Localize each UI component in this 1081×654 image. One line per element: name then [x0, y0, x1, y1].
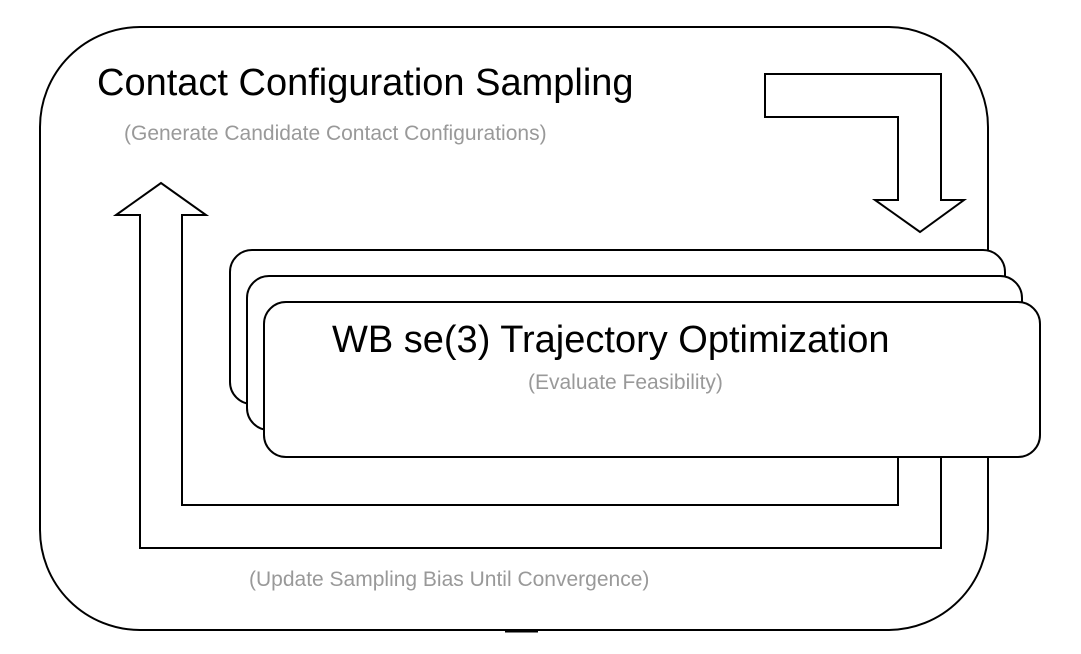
inner-block-title: WB se(3) Trajectory Optimization — [332, 319, 890, 361]
feedback-loop-label: (Update Sampling Bias Until Convergence) — [249, 568, 650, 591]
feedback-arrow-icon — [112, 181, 942, 549]
down-arrow-icon — [764, 73, 968, 234]
outer-block-subtitle: (Generate Candidate Contact Configuratio… — [124, 122, 547, 145]
outer-block-title: Contact Configuration Sampling — [97, 62, 634, 104]
inner-block-subtitle: (Evaluate Feasibility) — [528, 371, 723, 394]
optimization-card-front — [263, 301, 1041, 458]
